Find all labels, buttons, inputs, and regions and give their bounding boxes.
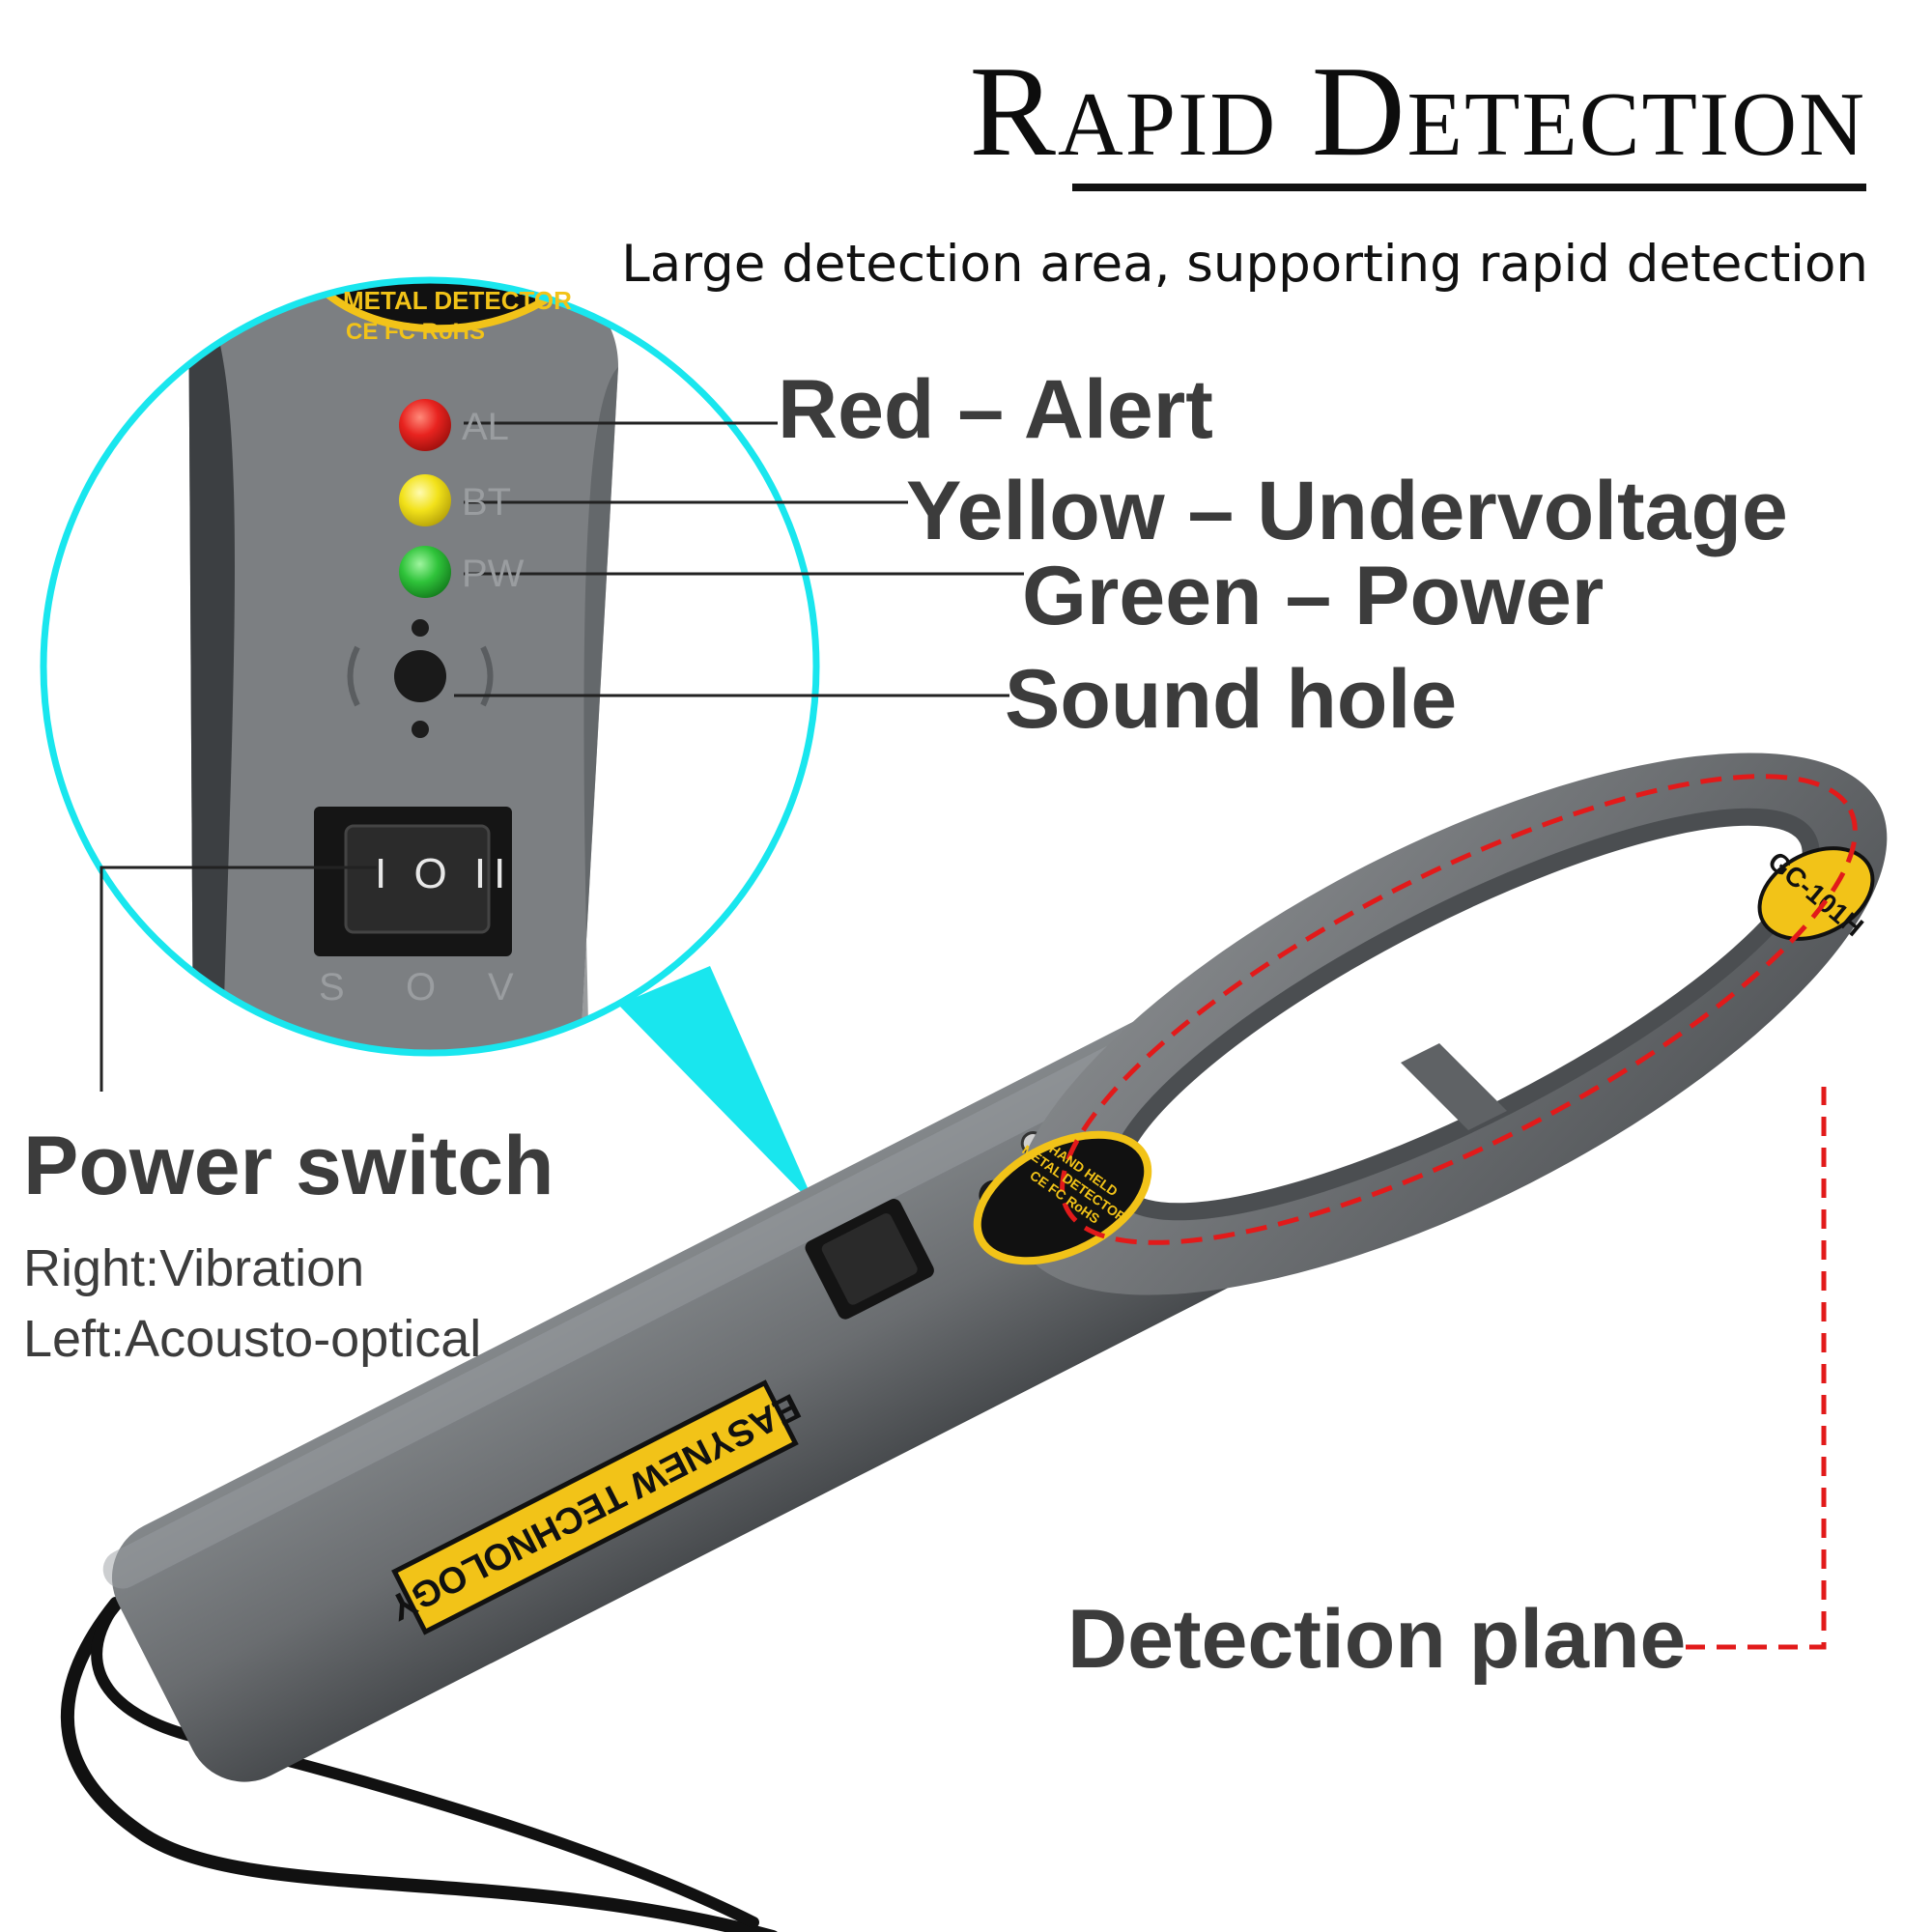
callout-power-switch: Power switch (23, 1120, 554, 1212)
zoom-led-code-pw: PW (462, 553, 525, 595)
brand-label (391, 1379, 799, 1635)
zoom-sound-hole (394, 650, 446, 702)
detection-plane-outline (1060, 774, 1858, 1245)
zoom-cert-marks: CE FC RoHS (346, 319, 485, 345)
oval-label (973, 1130, 1152, 1265)
model-badge (1757, 846, 1875, 941)
callout-yellow-undervoltage: Yellow – Undervoltage (906, 465, 1788, 557)
cross-brace (1401, 1043, 1507, 1130)
zoom-mode-o: O (406, 966, 437, 1009)
zoom-switch-symbols: I O II (375, 850, 514, 897)
led-red (399, 399, 451, 451)
zoom-led-code-al: AL (462, 406, 509, 448)
page-subheading: Large detection area, supporting rapid d… (621, 235, 1868, 294)
page-heading: Rapid Detection (969, 40, 1866, 183)
callout-sound-hole: Sound hole (1005, 653, 1458, 746)
callout-lines (99, 421, 1024, 1092)
zoom-circle-ring (40, 276, 820, 1057)
zoom-mode-v: V (488, 966, 514, 1009)
lanyard-cord (60, 1597, 778, 1932)
switch-mode-left: Left:Acousto-optical (23, 1310, 482, 1368)
led-yellow (399, 474, 451, 526)
callout-red-alert: Red – Alert (778, 363, 1213, 456)
zoom-detail (43, 280, 816, 1053)
zoom-mode-s: S (319, 966, 345, 1009)
detector-head: GC-101H (973, 753, 1888, 1295)
zoom-badge-text: METAL DETECTOR (343, 286, 572, 315)
zoom-switch-rocker (344, 824, 491, 934)
callout-green-power: Green – Power (1022, 550, 1605, 642)
zoom-pointer (618, 966, 816, 1208)
zoom-led-code-bt: BT (462, 481, 512, 524)
detection-plane-connector (1686, 1087, 1827, 1650)
heading-rule (1072, 184, 1866, 191)
switch-mode-right: Right:Vibration (23, 1239, 365, 1297)
callout-detection-plane: Detection plane (1067, 1593, 1687, 1686)
led-green (399, 546, 451, 598)
